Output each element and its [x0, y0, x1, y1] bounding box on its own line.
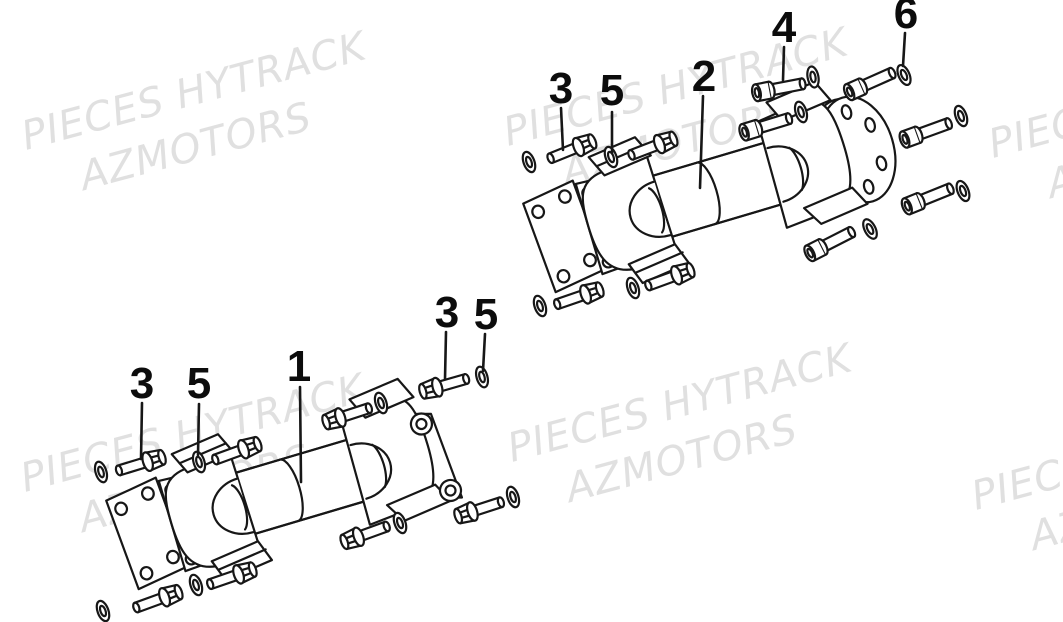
bracket-lugs — [409, 412, 463, 503]
callout-leader-line — [481, 332, 487, 373]
callout-leader-line — [559, 106, 565, 152]
callout-3-upper: 3 — [549, 64, 573, 152]
watermark-text: PIECES HYTRACK AZMOTORS — [967, 383, 1063, 561]
callout-number: 6 — [894, 0, 918, 38]
callout-number: 3 — [130, 359, 154, 408]
callout-5-mid: 5 — [474, 290, 498, 373]
callout-2: 2 — [692, 52, 716, 190]
washer — [530, 293, 550, 319]
callout-3-mid: 3 — [435, 288, 459, 381]
bolt — [336, 515, 394, 554]
callout-4: 4 — [772, 3, 797, 82]
callout-leader-line — [781, 45, 786, 82]
watermark-text: PIECES HYTRACK AZMOTORS — [503, 335, 859, 513]
callout-leader-line — [901, 31, 907, 68]
watermark-line1: PIECES HYTRACK — [984, 31, 1063, 168]
callout-leader-line — [443, 330, 448, 381]
callout-1: 1 — [287, 342, 311, 484]
callout-number: 3 — [435, 288, 459, 337]
callout-number: 4 — [772, 3, 797, 52]
callout-number: 1 — [287, 342, 311, 391]
callout-number: 3 — [549, 64, 573, 113]
bolt — [896, 113, 956, 151]
callout-leader-line — [196, 402, 201, 457]
callout-5-lower: 5 — [187, 359, 211, 457]
callout-3-lower: 3 — [130, 359, 154, 461]
bolt — [898, 178, 958, 217]
washer — [951, 103, 971, 129]
washer — [859, 216, 881, 242]
watermark-text: PIECES HYTRACK AZMOTORS — [984, 31, 1063, 209]
washer — [503, 484, 523, 510]
callout-number: 5 — [600, 66, 624, 115]
callout-number: 2 — [692, 52, 716, 101]
callout-leader-line — [139, 401, 144, 461]
lower-shaft-assembly — [95, 373, 464, 608]
washer — [952, 178, 974, 204]
callouts: 3 5 2 4 6 3 5 1 — [130, 0, 918, 484]
bolt — [801, 222, 860, 264]
callout-6: 6 — [894, 0, 918, 68]
callout-leader-line — [298, 385, 303, 484]
washer — [519, 149, 539, 175]
bolt — [840, 63, 900, 103]
callout-5-upper: 5 — [600, 66, 624, 155]
callout-number: 5 — [187, 359, 211, 408]
watermark-text: PIECES HYTRACK AZMOTORS — [17, 23, 373, 201]
callout-leader-line — [698, 94, 705, 190]
callout-number: 5 — [474, 290, 498, 339]
watermark-line1: PIECES HYTRACK — [967, 383, 1063, 520]
washer — [186, 572, 206, 598]
washer — [93, 598, 113, 622]
upper-shaft-assembly — [512, 76, 897, 311]
